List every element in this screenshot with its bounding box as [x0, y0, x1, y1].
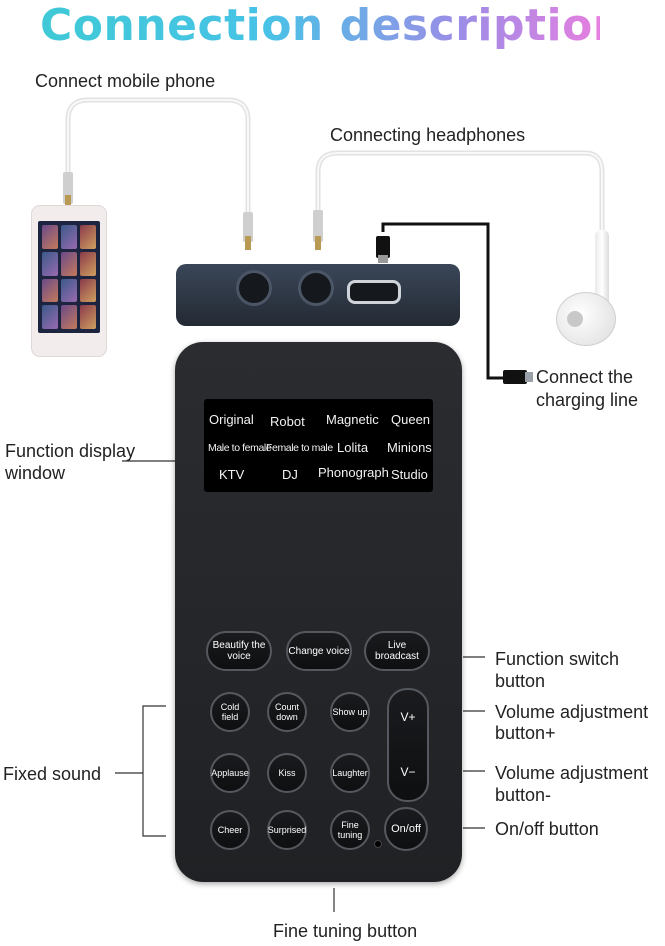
display-item: DJ: [282, 467, 298, 482]
headphone-jack-1: [236, 270, 272, 306]
display-item: Original: [209, 412, 254, 427]
label-connect-mobile: Connect mobile phone: [35, 71, 216, 91]
label-connect-headphones: Connecting headphones: [330, 125, 526, 145]
label-fine-tuning: Fine tuning button: [273, 921, 418, 941]
earphone-image: [556, 292, 616, 346]
page-title: Connection description: [40, 0, 625, 51]
volume-up-button[interactable]: V+: [400, 710, 416, 724]
label-volume-down-2: button-: [495, 785, 552, 805]
volume-rocker[interactable]: V+ V−: [387, 688, 429, 802]
display-item: Studio: [391, 467, 428, 482]
label-function-switch-2: button: [495, 671, 546, 691]
label-volume-down-1: Volume adjustment: [495, 763, 649, 783]
display-item: Minions: [387, 440, 432, 455]
laughter-button[interactable]: Laughter: [330, 753, 370, 793]
label-display-window-1: Function display: [5, 441, 136, 461]
indicator-light: [374, 840, 382, 848]
label-fixed-sound: Fixed sound: [3, 764, 102, 784]
live-broadcast-button[interactable]: Live broadcast: [364, 631, 430, 671]
display-item: Male to female: [208, 442, 272, 454]
display-item: Robot: [270, 414, 305, 429]
function-display-window: Original Robot Magnetic Queen Male to fe…: [204, 399, 433, 492]
cold-field-button[interactable]: Cold field: [210, 692, 250, 732]
label-function-switch-1: Function switch: [495, 649, 620, 669]
beautify-voice-button[interactable]: Beautify the voice: [206, 631, 272, 671]
volume-down-button[interactable]: V−: [400, 765, 416, 779]
applause-button[interactable]: Applause: [210, 753, 250, 793]
surprised-button[interactable]: Surprised: [267, 810, 307, 850]
count-down-button[interactable]: Count down: [267, 692, 307, 732]
usb-charging-port: [347, 280, 401, 304]
change-voice-button[interactable]: Change voice: [286, 631, 352, 671]
display-item: Female to male: [266, 442, 333, 454]
kiss-button[interactable]: Kiss: [267, 753, 307, 793]
device-port-side: [176, 264, 460, 326]
label-charging-line-1: Connect the: [536, 367, 634, 387]
mobile-phone-image: [31, 205, 107, 357]
label-volume-up-1: Volume adjustment: [495, 702, 649, 722]
label-volume-up-2: button+: [495, 723, 556, 743]
cheer-button[interactable]: Cheer: [210, 810, 250, 850]
label-display-window-2: window: [5, 463, 66, 483]
display-item: Magnetic: [326, 412, 379, 427]
phone-screen: [38, 221, 100, 333]
label-onoff: On/off button: [495, 819, 599, 839]
headphone-jack-2: [298, 270, 334, 306]
label-charging-line-2: charging line: [536, 390, 639, 410]
display-item: Queen: [391, 412, 431, 427]
fine-tuning-button[interactable]: Fine tuning: [330, 810, 370, 850]
power-button[interactable]: On/off: [384, 807, 428, 851]
show-up-button[interactable]: Show up: [330, 692, 370, 732]
display-item: Lolita: [337, 440, 369, 455]
voice-changer-device: Original Robot Magnetic Queen Male to fe…: [175, 342, 462, 882]
earphone-stem: [595, 230, 609, 310]
display-item: KTV: [219, 467, 245, 482]
display-item: Phonograph: [318, 465, 389, 480]
